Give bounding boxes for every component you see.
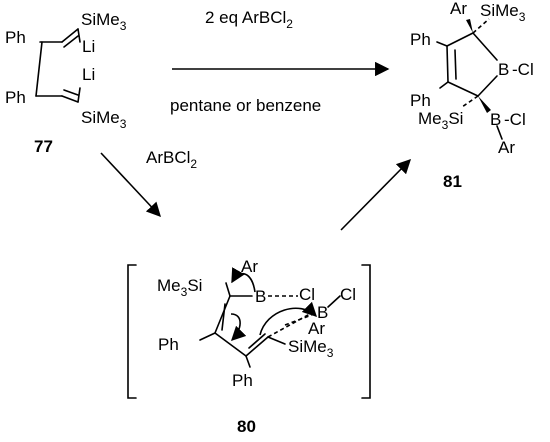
- subscript: 2: [286, 17, 293, 31]
- trimethylsilyl-label: Me3Si: [418, 109, 463, 132]
- boron-label: B: [498, 60, 509, 79]
- trimethylsilyl-label: SiMe3: [480, 1, 526, 24]
- bond: [477, 75, 498, 97]
- reagent-label: 2 eq ArBCl2: [205, 8, 293, 31]
- bond: [447, 81, 479, 97]
- subscript: 2: [190, 157, 197, 171]
- reaction-arrow-to-intermediate: ArBCl2: [100, 148, 197, 218]
- wedge-bond: [478, 96, 491, 113]
- aryl-label: Ar: [308, 319, 325, 338]
- reagent-label: ArBCl2: [146, 148, 197, 171]
- compound-number-80: 80: [237, 417, 256, 436]
- me-text: Me: [418, 109, 442, 128]
- me-text: Me: [157, 276, 181, 295]
- compound-81: Ar SiMe3 Ph B -Cl Ph Me3Si B -Cl Ar 81: [410, 0, 534, 191]
- bond: [472, 32, 498, 61]
- aryl-label: Ar: [241, 257, 258, 276]
- bond: [63, 89, 79, 96]
- bond: [439, 81, 449, 89]
- lithium-label: Li: [82, 65, 95, 84]
- sime3-text: SiMe: [288, 337, 327, 356]
- left-bracket: [127, 264, 137, 399]
- bond: [267, 336, 286, 345]
- sime3-text: SiMe: [480, 1, 519, 20]
- subscript: 3: [442, 118, 449, 132]
- dashed-bond: [267, 309, 318, 338]
- bond: [245, 355, 251, 368]
- bond: [214, 295, 231, 334]
- arrow-line: [340, 158, 412, 231]
- bond: [436, 41, 448, 47]
- bond: [245, 336, 269, 357]
- bond: [214, 332, 247, 357]
- phenyl-label: Ph: [232, 371, 253, 390]
- si-text: Si: [187, 276, 202, 295]
- hashed-bond: [461, 95, 479, 108]
- lithium-label: Li: [82, 37, 95, 56]
- boron-label: B: [255, 287, 266, 306]
- subscript: 3: [120, 117, 127, 131]
- bond: [327, 295, 341, 308]
- boron-label: B: [317, 303, 328, 322]
- boron-label: B: [490, 110, 501, 129]
- curved-arrow: [259, 301, 318, 336]
- reaction-arrow-to-product: [340, 158, 412, 231]
- compound-number-77: 77: [34, 137, 53, 156]
- compound-80-transition-state: Ar Me3Si B Cl Cl B Ar Ph SiMe3 Ph 80: [127, 257, 371, 436]
- compound-number-81: 81: [443, 172, 462, 191]
- wedge-bond: [466, 19, 473, 33]
- bond: [221, 303, 226, 331]
- bond: [454, 49, 457, 80]
- curved-arrow: [230, 313, 247, 342]
- chlorine-label: -Cl: [504, 110, 526, 129]
- phenyl-label: Ph: [410, 91, 431, 110]
- sime3-text: SiMe: [81, 10, 120, 29]
- curved-arrow: [231, 267, 256, 293]
- phenyl-label: Ph: [5, 88, 26, 107]
- trimethylsilyl-label: SiMe3: [81, 10, 127, 33]
- solvent-label: pentane or benzene: [170, 96, 321, 115]
- chlorine-label: Cl: [299, 285, 315, 304]
- bond: [61, 28, 79, 43]
- bond: [77, 87, 81, 103]
- sime3-text: SiMe: [81, 108, 120, 127]
- bond: [248, 333, 266, 349]
- bond: [446, 32, 474, 47]
- subscript: 3: [327, 346, 334, 360]
- phenyl-label: Ph: [410, 30, 431, 49]
- reagent-text: ArBCl: [146, 148, 190, 167]
- bond: [496, 125, 503, 140]
- aryl-label: Ar: [498, 138, 515, 157]
- trimethylsilyl-label: SiMe3: [81, 108, 127, 131]
- compound-77: Ph Ph SiMe3 Li Li SiMe3 77: [5, 10, 127, 156]
- bond: [77, 28, 81, 43]
- reagent-text: 2 eq ArBCl: [205, 8, 286, 27]
- bond: [446, 45, 449, 83]
- chlorine-label: Cl: [340, 285, 356, 304]
- phenyl-label: Ph: [5, 28, 26, 47]
- trimethylsilyl-label: SiMe3: [288, 337, 334, 360]
- trimethylsilyl-label: Me3Si: [157, 276, 202, 299]
- aryl-label: Ar: [450, 0, 467, 18]
- chlorine-label: -Cl: [512, 60, 534, 79]
- bond: [225, 282, 231, 297]
- subscript: 3: [120, 19, 127, 33]
- hashed-bond: [472, 18, 490, 34]
- bond: [61, 95, 79, 103]
- arrow-line: [100, 152, 161, 218]
- bond: [63, 35, 79, 48]
- bond: [35, 41, 43, 97]
- subscript: 3: [519, 10, 526, 24]
- si-text: Si: [448, 109, 463, 128]
- subscript: 3: [181, 285, 188, 299]
- phenyl-label: Ph: [158, 335, 179, 354]
- right-bracket: [361, 264, 371, 399]
- reaction-arrow-main: 2 eq ArBCl2 pentane or benzene: [170, 8, 390, 115]
- bond: [199, 332, 216, 341]
